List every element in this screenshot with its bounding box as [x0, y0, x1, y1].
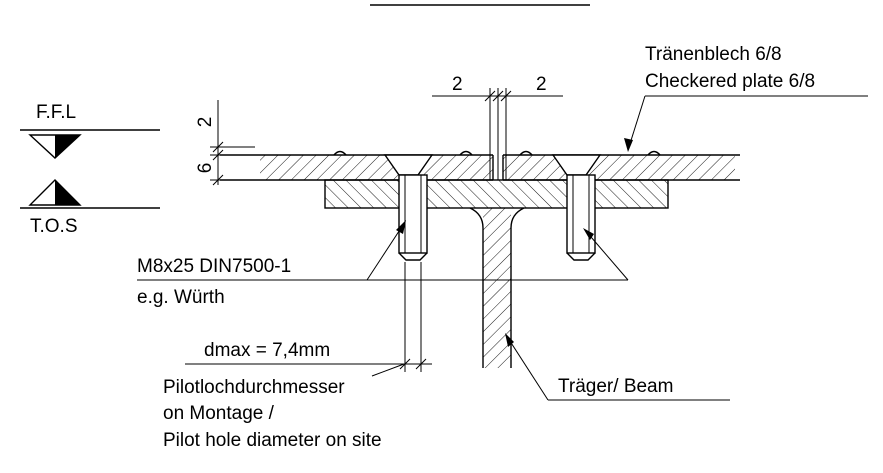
dim-plate-thickness: 6 — [195, 163, 216, 174]
plate-label-de: Tränenblech 6/8 — [645, 44, 782, 65]
pilot-label-line2: on Montage / — [163, 403, 275, 424]
plate-dimension: 2 6 — [195, 100, 255, 186]
gap-dimension: 2 2 — [432, 74, 563, 180]
plate-callout: Tränenblech 6/8 Checkered plate 6/8 — [624, 44, 868, 152]
pilot-label-line3: Pilot hole diameter on site — [163, 430, 382, 451]
plate-label-en: Checkered plate 6/8 — [645, 71, 815, 92]
screw-label: M8x25 DIN7500-1 — [137, 256, 291, 277]
level-label-tos: T.O.S — [30, 216, 78, 237]
pilot-hole-dimension: dmax = 7,4mm Pilotlochdurchmesser on Mon… — [163, 262, 432, 451]
beam-callout: Träger/ Beam — [505, 333, 730, 401]
screw-left — [383, 154, 434, 261]
beam-flange — [324, 179, 669, 209]
screw-right — [551, 154, 602, 261]
level-marker-tos: T.O.S — [20, 179, 160, 237]
level-marker-ffl: F.F.L — [20, 102, 160, 159]
screw-callout: M8x25 DIN7500-1 e.g. Würth — [137, 220, 629, 308]
pilot-label-line1: Pilotlochdurchmesser — [163, 377, 345, 398]
checkered-plate — [220, 150, 740, 181]
dim-plate-offset: 2 — [195, 117, 216, 128]
dmax-label: dmax = 7,4mm — [204, 340, 330, 361]
screw-example-label: e.g. Würth — [137, 287, 225, 308]
dim-gap-right: 2 — [536, 74, 547, 95]
dim-gap-left: 2 — [452, 74, 463, 95]
level-label-ffl: F.F.L — [36, 102, 76, 123]
beam-web — [469, 207, 525, 368]
beam-label: Träger/ Beam — [558, 376, 673, 397]
